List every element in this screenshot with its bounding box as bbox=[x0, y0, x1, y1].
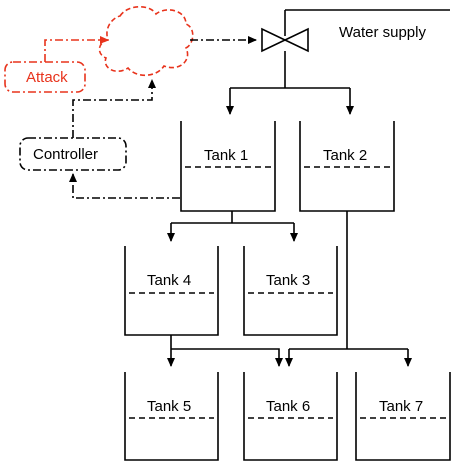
tank-3[interactable]: Tank 3 bbox=[243, 246, 338, 336]
tank4-to-tank6-pipe bbox=[171, 348, 283, 367]
attack-label: Attack bbox=[26, 69, 68, 86]
tank1-sensor-link bbox=[69, 173, 180, 199]
tank-3-label: Tank 3 bbox=[266, 272, 310, 289]
tank-2-label: Tank 2 bbox=[323, 147, 367, 164]
tank-7-label: Tank 7 bbox=[379, 398, 423, 415]
tank-2[interactable]: Tank 2 bbox=[299, 121, 395, 212]
tank-6[interactable]: Tank 6 bbox=[243, 372, 338, 461]
tank-1-label: Tank 1 bbox=[204, 147, 248, 164]
tank-7[interactable]: Tank 7 bbox=[355, 372, 451, 461]
network-cloud-icon bbox=[98, 5, 194, 77]
tank-4-label: Tank 4 bbox=[147, 272, 191, 289]
tank-1[interactable]: Tank 1 bbox=[180, 121, 276, 212]
attack-link bbox=[44, 36, 109, 62]
tank-6-label: Tank 6 bbox=[266, 398, 310, 415]
valve-icon[interactable] bbox=[261, 27, 309, 53]
tank-4[interactable]: Tank 4 bbox=[124, 246, 219, 336]
tank-5[interactable]: Tank 5 bbox=[124, 372, 219, 461]
water-supply-label: Water supply bbox=[339, 24, 426, 41]
controller-to-cloud-link bbox=[72, 79, 156, 138]
tank-5-label: Tank 5 bbox=[147, 398, 191, 415]
controller-label: Controller bbox=[33, 146, 98, 163]
